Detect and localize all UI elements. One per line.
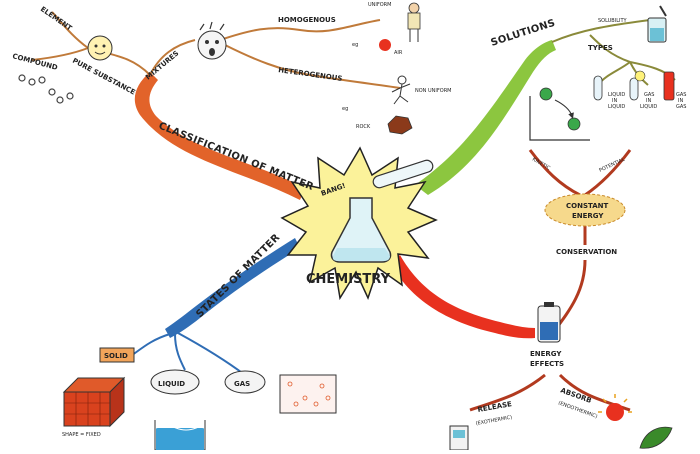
test-tube-icon [372,159,434,189]
svg-text:LIQUID: LIQUID [608,104,625,110]
release-label: RELEASE [477,400,513,414]
heterogenous-label: HETEROGENOUS [278,66,343,83]
eg-homogenous: eg [352,42,358,48]
solubility-label: SOLUBILITY [598,18,628,24]
rock-label: ROCK [356,124,371,130]
svg-text:GAS: GAS [676,92,686,98]
svg-text:CONSTANT: CONSTANT [566,202,608,210]
element-label: ELEMENT [39,5,74,33]
chemistry-center: BANG! CHEMISTRY [280,146,438,301]
svg-text:EFFECTS: EFFECTS [530,360,564,368]
leaf-icon [639,426,673,449]
constant-energy-label: CONSTANT ENERGY [566,202,608,220]
rock-icon [387,115,413,135]
solutions-branch [415,40,556,195]
center-title: CHEMISTRY [306,272,391,287]
svg-text:IN: IN [646,98,651,104]
svg-text:LIQUID: LIQUID [608,92,625,98]
shape-fixed-label: SHAPE = FIXED [62,432,101,438]
solid-cube-icon [62,376,126,428]
svg-text:IN: IN [678,98,683,104]
conservation-label: CONSERVATION [556,248,617,256]
compound-label: COMPOUND [11,52,58,72]
non-uniform-person-icon [391,75,411,105]
endothermic-label: (ENDOTHERMIC) [557,400,598,420]
classification-branch [134,72,305,200]
gas-label: GAS [234,380,250,388]
constant-energy-burst [544,193,626,227]
states-branch [165,238,300,338]
scientist-face-icon [87,35,113,61]
gas-in-liquid-label: GAS IN LIQUID [640,92,657,110]
battery-icon [537,302,561,343]
types-label: TYPES [588,44,613,52]
svg-text:GAS: GAS [676,104,686,110]
uniform-label: UNIFORM [368,2,391,8]
flask-icon [330,197,392,263]
energy-effects-label: ENERGY EFFECTS [530,350,564,368]
energy-sub-branches [469,149,632,412]
exothermic-label: (EXOTHERMIC) [475,415,512,427]
gas-in-gas-label: GAS IN GAS [676,92,686,110]
states-label: STATES OF MATTER [194,232,282,320]
test-tubes-icon [593,70,675,101]
liquid-cloud [150,369,200,395]
homogenous-label: HOMOGENOUS [278,16,336,24]
liquid-container-icon [154,420,206,451]
uniform-person-icon [407,2,421,42]
gas-cloud [224,370,266,394]
svg-text:ENERGY: ENERGY [530,350,562,358]
solid-tag [99,347,135,363]
beaker-icon [647,5,667,43]
solid-label: SOLID [104,352,128,360]
liquid-in-liquid-label: LIQUID IN LIQUID [608,92,625,110]
states-sub-branches [127,332,246,376]
svg-text:ENERGY: ENERGY [572,212,604,220]
liquid-label: LIQUID [158,380,185,388]
gas-container-icon [279,374,337,414]
kinetic-label: KINETIC [531,157,551,172]
svg-text:GAS: GAS [644,92,654,98]
dissolving-diagram-icon [529,87,590,141]
fuel-pump-icon [449,425,469,451]
energy-branch [390,255,535,339]
mixtures-label: MIXTURES [144,49,180,81]
air-icon [379,39,391,51]
mixtures-face-icon [197,21,227,60]
svg-text:IN: IN [612,98,617,104]
classification-label: CLASSIFICATION OF MATTER [157,121,315,193]
sun-icon [598,394,632,421]
eg-heterogenous: eg [342,106,348,112]
pure-substance-label: PURE SUBSTANCE [71,57,137,97]
atom-icons [18,74,74,104]
classification-sub-branches [31,11,401,89]
svg-text:LIQUID: LIQUID [640,104,657,110]
non-uniform-label: NON UNIFORM [415,88,451,94]
air-label: AIR [394,50,403,56]
